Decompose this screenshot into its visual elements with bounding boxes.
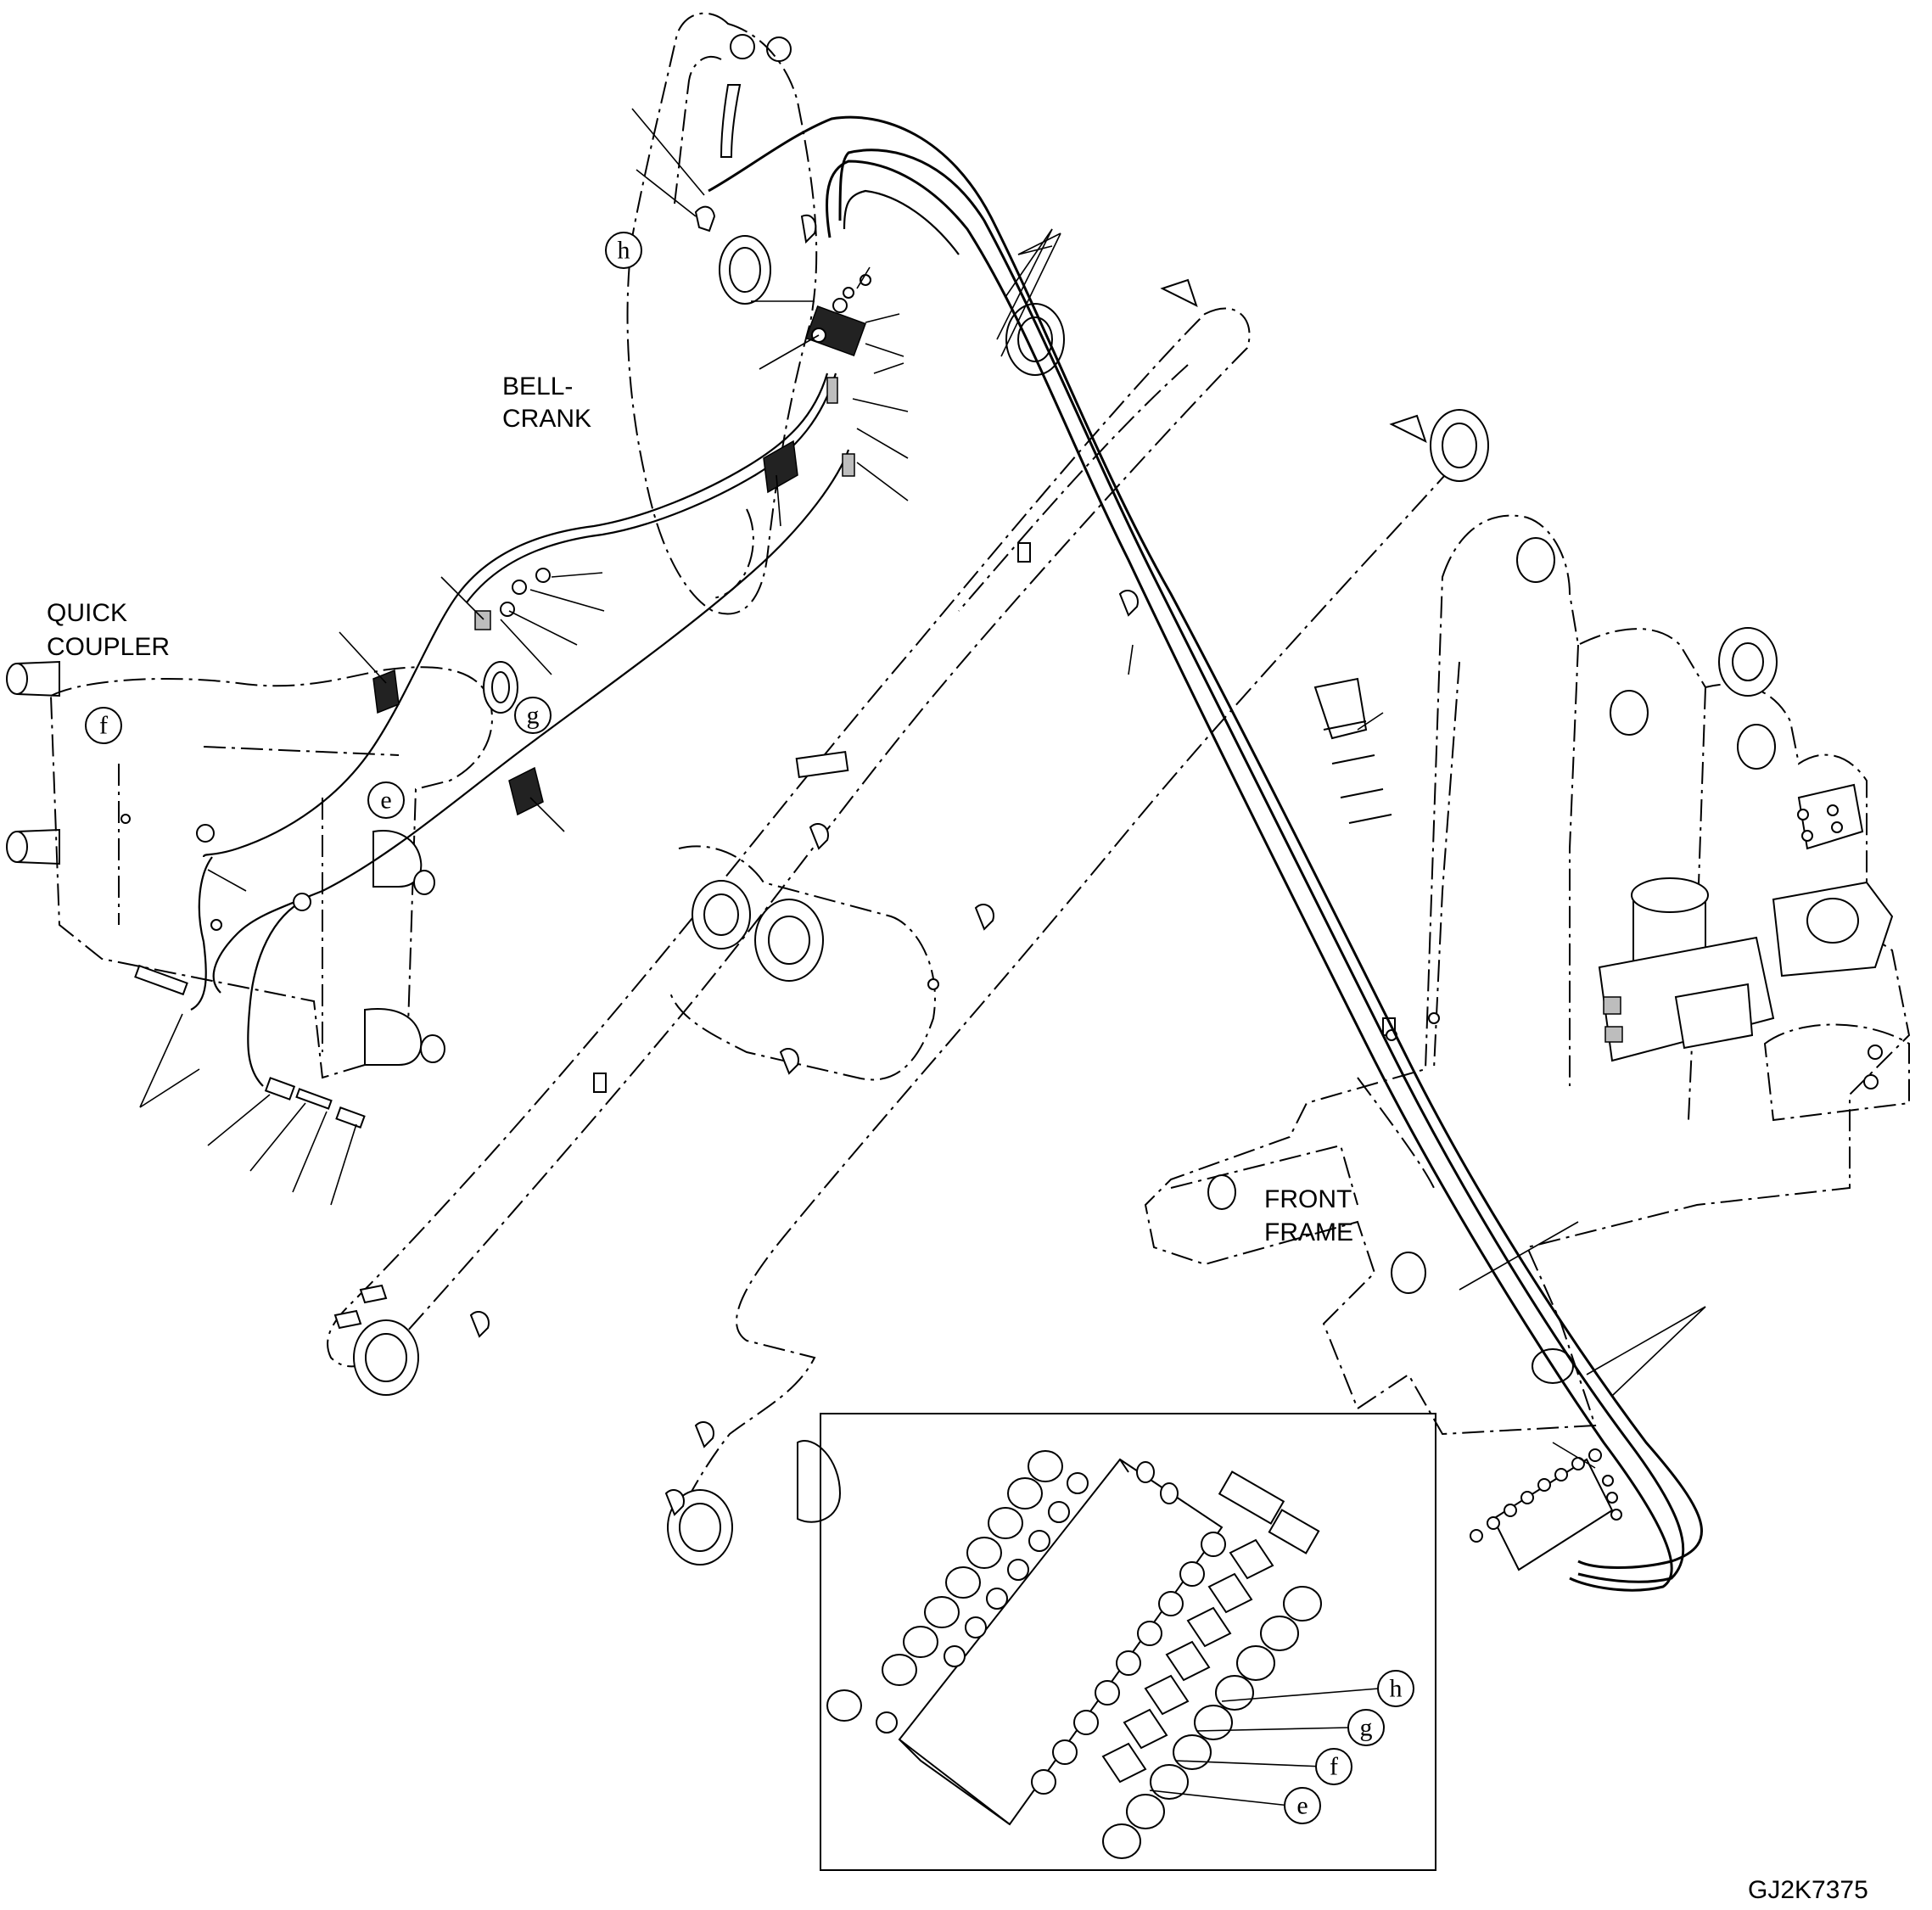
marker-f-left: f: [85, 707, 122, 744]
marker-h-inset: h: [1377, 1670, 1414, 1707]
lubrication-pump: [1598, 877, 1775, 1062]
hose-clamps: [333, 590, 1139, 1516]
quick-coupler-label-line1: QUICK: [47, 599, 127, 627]
marker-e-coupler: e: [367, 781, 405, 819]
front-frame-label-line1: FRONT: [1264, 1185, 1352, 1213]
spring-guards: [372, 440, 1392, 824]
bellcrank-label-line2: CRANK: [502, 405, 591, 433]
svg-text:e: e: [380, 787, 391, 815]
svg-text:f: f: [99, 712, 108, 740]
bellcrank-part: [626, 12, 818, 615]
svg-text:h: h: [618, 237, 630, 265]
quick-coupler-label-line2: COUPLER: [47, 633, 170, 661]
marker-f-inset: f: [1315, 1748, 1352, 1785]
coupler-hoses: [190, 372, 850, 1087]
lift-arm-part: [327, 303, 1489, 1566]
front-frame-label-line2: FRAME: [1264, 1218, 1353, 1246]
svg-text:e: e: [1296, 1792, 1308, 1820]
front-frame-part: [1144, 514, 1911, 1436]
svg-text:f: f: [1330, 1753, 1338, 1781]
inset-distributor-detail: [820, 1413, 1436, 1871]
svg-text:h: h: [1390, 1675, 1403, 1703]
leader-lines: [139, 108, 1706, 1469]
main-supply-hoses: [708, 115, 1704, 1592]
quick-coupler-part: [6, 660, 518, 1079]
distributor-block-small: [1797, 783, 1864, 850]
distributor-block-main: [1470, 1448, 1622, 1571]
svg-text:g: g: [1360, 1714, 1373, 1742]
marker-g-inset: g: [1347, 1709, 1385, 1746]
marker-h-top: h: [605, 232, 642, 269]
drawing-number: GJ2K7375: [1748, 1876, 1868, 1904]
marker-e-inset: e: [1284, 1787, 1321, 1824]
marker-g-coupler: g: [514, 697, 552, 734]
grease-fittings: [134, 205, 1427, 1129]
svg-text:g: g: [527, 702, 540, 730]
bellcrank-label-line1: BELL-: [502, 372, 573, 400]
